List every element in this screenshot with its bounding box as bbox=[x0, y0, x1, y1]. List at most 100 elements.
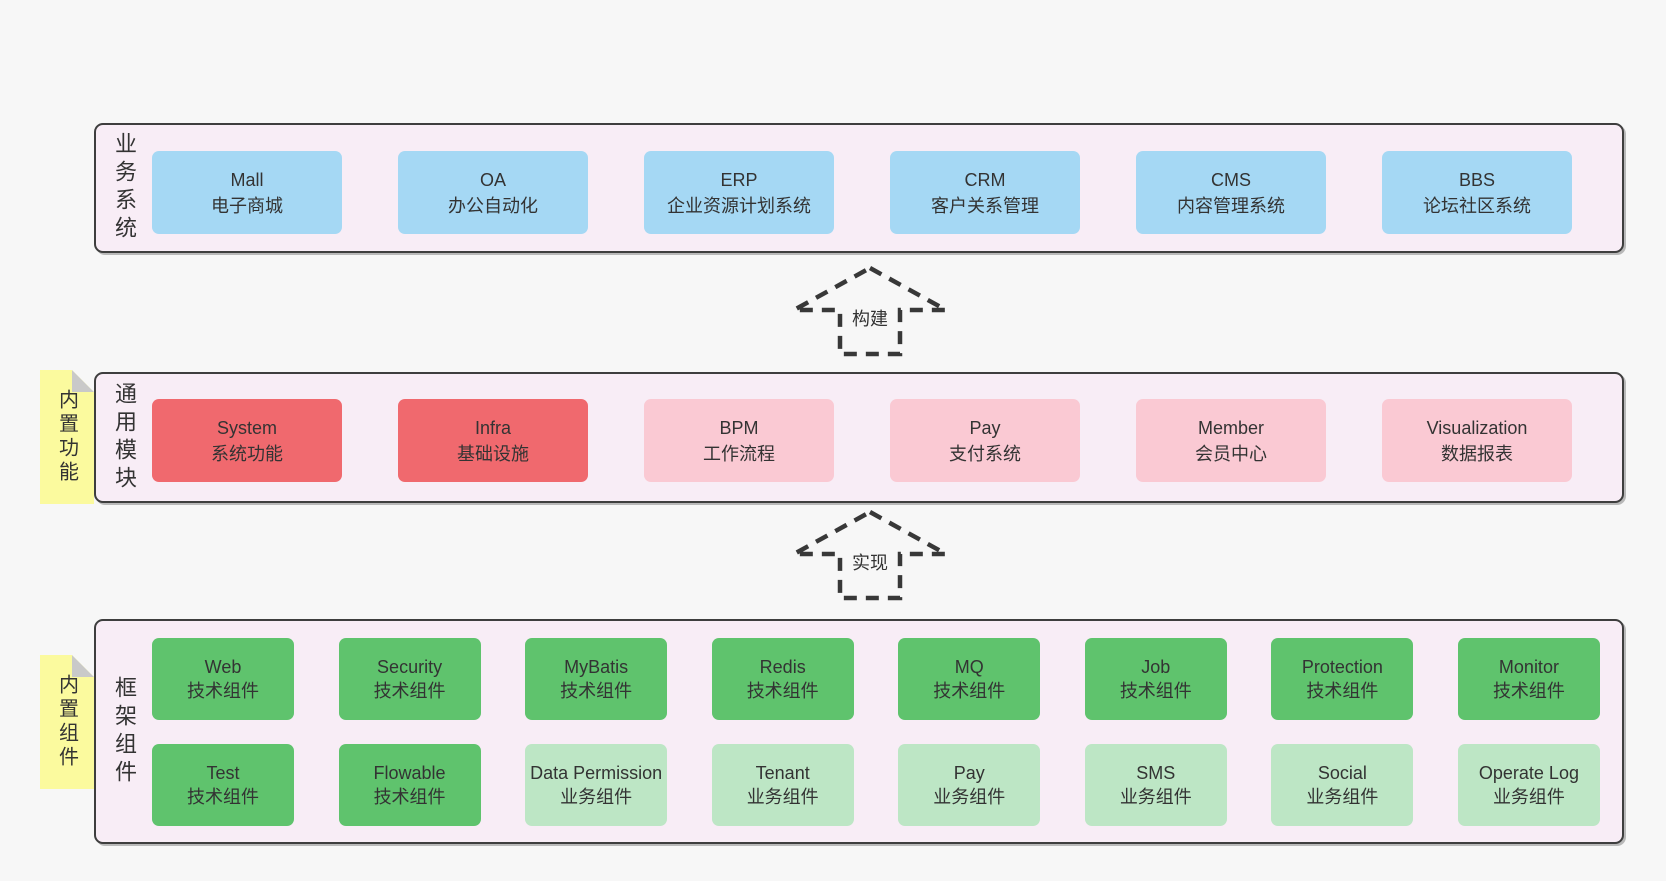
box-mq: MQ 技术组件 bbox=[898, 638, 1041, 720]
box-title: MyBatis bbox=[564, 657, 629, 677]
box-bpm: BPM 工作流程 bbox=[644, 399, 834, 482]
box-mybatis: MyBatis 技术组件 bbox=[525, 638, 668, 720]
box-subtitle: 业务组件 bbox=[1306, 787, 1379, 807]
box-subtitle: 技术组件 bbox=[560, 681, 633, 701]
box-subtitle: 数据报表 bbox=[1441, 443, 1513, 464]
implement-arrow-icon: 实现 bbox=[788, 508, 952, 602]
box-subtitle: 办公自动化 bbox=[448, 195, 538, 216]
box-title: CRM bbox=[964, 169, 1006, 190]
box-subtitle: 技术组件 bbox=[373, 681, 446, 701]
box-social: Social 业务组件 bbox=[1271, 744, 1414, 826]
box-subtitle: 技术组件 bbox=[1492, 681, 1565, 701]
up-arrow-dashed-icon bbox=[792, 509, 948, 601]
box-title: System bbox=[216, 417, 277, 438]
sticky-note-builtin-features: 内置功能 bbox=[40, 370, 94, 504]
box-system: System 系统功能 bbox=[152, 399, 342, 482]
box-title: Member bbox=[1197, 417, 1264, 438]
framework-components-panel: 框架组件 Web 技术组件 Security 技术组件 MyBatis 技术组件… bbox=[94, 619, 1624, 844]
box-subtitle: 论坛社区系统 bbox=[1423, 195, 1531, 216]
box-title: BPM bbox=[719, 417, 759, 438]
box-subtitle: 业务组件 bbox=[1492, 787, 1565, 807]
box-tenant: Tenant 业务组件 bbox=[711, 744, 854, 826]
sticky-note-builtin-components: 内置组件 bbox=[40, 655, 94, 789]
box-protection: Protection 技术组件 bbox=[1271, 638, 1414, 720]
up-arrow-dashed-icon bbox=[792, 265, 948, 357]
box-subtitle: 业务组件 bbox=[933, 787, 1006, 807]
box-title: Web bbox=[204, 657, 242, 677]
box-redis: Redis 技术组件 bbox=[711, 638, 854, 720]
box-title: Data Permission bbox=[530, 763, 663, 783]
box-subtitle: 技术组件 bbox=[187, 787, 259, 807]
box-subtitle: 支付系统 bbox=[949, 443, 1021, 464]
common-modules-panel: 通用模块 System 系统功能 Infra 基础设施 BPM 工作流程 Pay… bbox=[94, 372, 1624, 503]
panel-label-business: 业务系统 bbox=[112, 132, 137, 244]
box-pay: Pay 支付系统 bbox=[890, 399, 1080, 482]
box-subtitle: 业务组件 bbox=[1119, 787, 1192, 807]
arrow-build-label: 构建 bbox=[847, 304, 893, 332]
box-subtitle: 基础设施 bbox=[457, 443, 529, 464]
box-subtitle: 技术组件 bbox=[373, 787, 446, 807]
folded-corner-icon bbox=[72, 370, 94, 392]
box-subtitle: 技术组件 bbox=[746, 681, 819, 701]
box-title: Protection bbox=[1301, 657, 1383, 677]
box-title: Tenant bbox=[755, 763, 810, 783]
box-subtitle: 内容管理系统 bbox=[1177, 195, 1285, 216]
box-subtitle: 会员中心 bbox=[1195, 443, 1267, 464]
box-crm: CRM 客户关系管理 bbox=[890, 151, 1080, 234]
box-title: Flowable bbox=[373, 763, 446, 783]
box-title: Job bbox=[1141, 657, 1171, 677]
box-security: Security 技术组件 bbox=[338, 638, 481, 720]
box-cms: CMS 内容管理系统 bbox=[1136, 151, 1326, 234]
box-title: Infra bbox=[474, 417, 512, 438]
box-data-permission: Data Permission 业务组件 bbox=[525, 744, 668, 826]
box-subtitle: 业务组件 bbox=[560, 787, 633, 807]
box-visualization: Visualization 数据报表 bbox=[1382, 399, 1572, 482]
box-sms: SMS 业务组件 bbox=[1084, 744, 1227, 826]
panel-label-framework: 框架组件 bbox=[112, 675, 137, 788]
business-systems-panel: 业务系统 Mall 电子商城 OA 办公自动化 ERP 企业资源计划系统 CRM… bbox=[94, 123, 1624, 253]
common-row: System 系统功能 Infra 基础设施 BPM 工作流程 Pay 支付系统… bbox=[152, 399, 1572, 482]
box-subtitle: 电子商城 bbox=[211, 195, 283, 216]
box-title: MQ bbox=[954, 657, 984, 677]
sticky-label: 内置功能 bbox=[55, 389, 78, 485]
panel-label-common: 通用模块 bbox=[112, 381, 137, 494]
folded-corner-icon bbox=[72, 655, 94, 677]
box-monitor: Monitor 技术组件 bbox=[1457, 638, 1600, 720]
box-operate-log: Operate Log 业务组件 bbox=[1457, 744, 1600, 826]
box-subtitle: 技术组件 bbox=[1306, 681, 1379, 701]
business-row: Mall 电子商城 OA 办公自动化 ERP 企业资源计划系统 CRM 客户关系… bbox=[152, 151, 1572, 234]
box-subtitle: 系统功能 bbox=[211, 443, 283, 464]
box-bbs: BBS 论坛社区系统 bbox=[1382, 151, 1572, 234]
box-oa: OA 办公自动化 bbox=[398, 151, 588, 234]
box-job: Job 技术组件 bbox=[1084, 638, 1227, 720]
box-pay-biz: Pay 业务组件 bbox=[898, 744, 1041, 826]
box-title: Pay bbox=[969, 417, 1001, 438]
box-member: Member 会员中心 bbox=[1136, 399, 1326, 482]
box-title: OA bbox=[479, 169, 506, 190]
box-title: Pay bbox=[953, 763, 985, 783]
box-infra: Infra 基础设施 bbox=[398, 399, 588, 482]
box-title: Social bbox=[1317, 763, 1367, 783]
box-erp: ERP 企业资源计划系统 bbox=[644, 151, 834, 234]
box-title: Monitor bbox=[1498, 657, 1559, 677]
framework-row-1: Web 技术组件 Security 技术组件 MyBatis 技术组件 Redi… bbox=[152, 638, 1600, 720]
box-title: ERP bbox=[720, 169, 758, 190]
box-flowable: Flowable 技术组件 bbox=[338, 744, 481, 826]
sticky-label: 内置组件 bbox=[55, 674, 78, 770]
box-test: Test 技术组件 bbox=[152, 744, 294, 826]
box-title: Mall bbox=[230, 169, 264, 190]
box-subtitle: 技术组件 bbox=[933, 681, 1006, 701]
box-title: CMS bbox=[1211, 169, 1251, 190]
box-web: Web 技术组件 bbox=[152, 638, 294, 720]
box-subtitle: 技术组件 bbox=[187, 681, 259, 701]
box-title: Operate Log bbox=[1478, 763, 1579, 783]
build-arrow-icon: 构建 bbox=[788, 264, 952, 358]
framework-row-2: Test 技术组件 Flowable 技术组件 Data Permission … bbox=[152, 744, 1600, 826]
box-subtitle: 客户关系管理 bbox=[931, 195, 1039, 216]
box-title: Redis bbox=[759, 657, 806, 677]
box-subtitle: 技术组件 bbox=[1119, 681, 1192, 701]
box-mall: Mall 电子商城 bbox=[152, 151, 342, 234]
box-subtitle: 企业资源计划系统 bbox=[667, 195, 811, 216]
box-title: Test bbox=[206, 763, 240, 783]
box-title: Security bbox=[377, 657, 443, 677]
